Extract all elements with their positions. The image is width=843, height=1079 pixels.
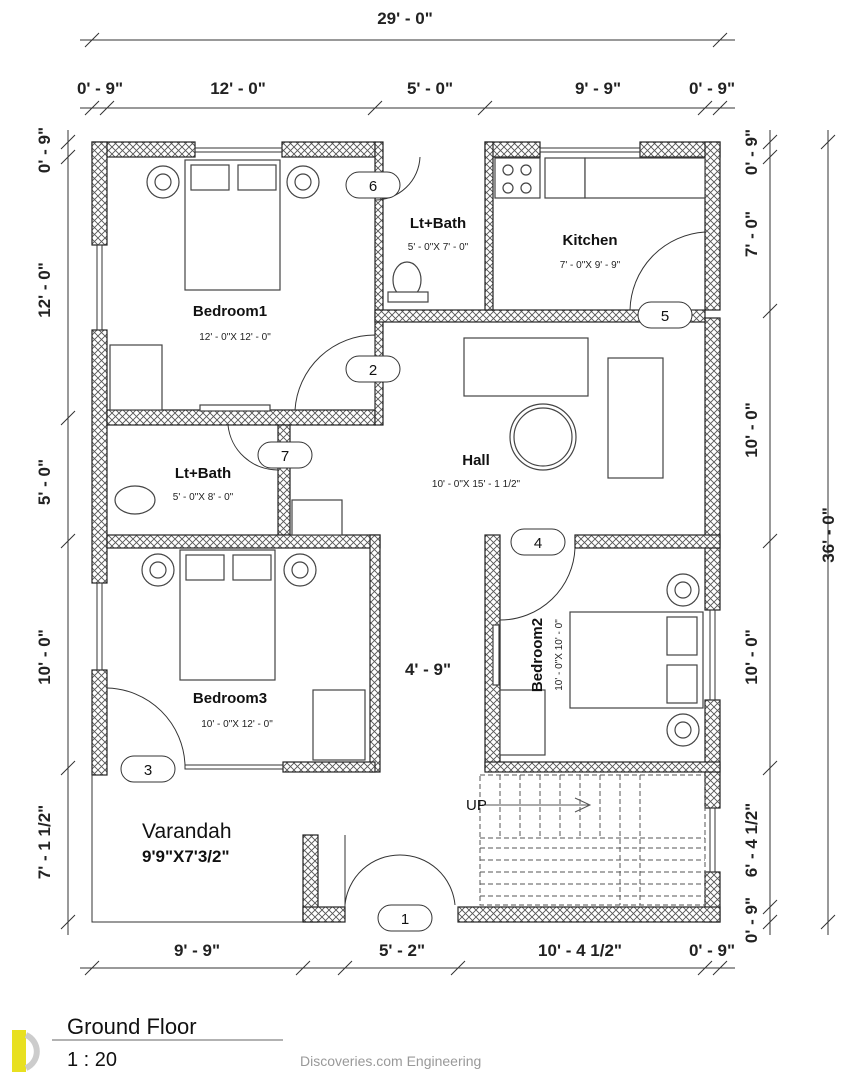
left-dim: 12' - 0": [35, 262, 54, 318]
room-name-bedroom1: Bedroom1: [193, 303, 267, 320]
door-tag: 7: [281, 448, 289, 465]
room-name-varandah: Varandah: [142, 820, 232, 843]
room-name-bedroom2: Bedroom2: [529, 618, 546, 692]
nightstand-icon: [141, 553, 317, 587]
bottom-dim: 10' - 4 1/2": [538, 941, 622, 960]
room-size-varandah: 9'9"X7'3/2": [142, 847, 230, 866]
room-size-bath1: 5' - 0"X 7' - 0": [408, 242, 469, 253]
sink-icon: [544, 157, 586, 199]
bottom-dim: 9' - 9": [174, 941, 220, 960]
left-dim: 5' - 0": [35, 459, 54, 505]
room-size-bath2: 5' - 0"X 8' - 0": [173, 492, 234, 503]
left-dim: 0' - 9": [35, 127, 54, 173]
sink-icon: [291, 499, 343, 536]
room-name-kitchen: Kitchen: [562, 232, 617, 249]
sofa-icon: [463, 337, 664, 479]
bed-icon: [184, 159, 281, 291]
desk-icon: [492, 624, 500, 686]
top-dim: 0' - 9": [689, 79, 735, 98]
room-size-bedroom1: 12' - 0"X 12' - 0": [199, 332, 271, 343]
door-tag: 4: [534, 535, 542, 552]
desk-icon: [199, 404, 271, 412]
bottom-dim: 0' - 9": [689, 941, 735, 960]
right-dim: 10' - 0": [742, 402, 761, 458]
staircase: [479, 774, 706, 906]
windows: [91, 147, 716, 923]
walls: [91, 141, 721, 923]
top-dim: 9' - 9": [575, 79, 621, 98]
bed-icon: [179, 549, 276, 681]
stairs-up-label: UP: [466, 797, 487, 814]
nightstand-icon: [666, 573, 700, 747]
toilet-icon: [114, 485, 156, 515]
overall-width: 29' - 0": [377, 9, 433, 28]
door-tag: 6: [369, 178, 377, 195]
doors: [106, 156, 706, 906]
door-tag: 2: [369, 362, 377, 379]
bed-icon: [569, 611, 704, 709]
right-dim: 0' - 9": [742, 897, 761, 943]
stove-icon: [494, 157, 541, 199]
door-tag: 1: [401, 911, 409, 928]
right-dim: 6' - 4 1/2": [742, 803, 761, 877]
chair-icon: [109, 344, 163, 411]
counter-icon: [584, 157, 706, 199]
watermark-text: Discoveries.com Engineering: [300, 1053, 481, 1069]
top-dim: 5' - 0": [407, 79, 453, 98]
room-size-hall: 10' - 0"X 15' - 1 1/2": [432, 479, 521, 490]
furniture: [109, 157, 706, 761]
room-name-bath1: Lt+Bath: [410, 215, 466, 232]
room-name-bedroom3: Bedroom3: [193, 690, 267, 707]
watermark-logo-icon: [12, 1030, 40, 1072]
door-tag: 3: [144, 762, 152, 779]
room-size-kitchen: 7' - 0"X 9' - 9": [560, 260, 621, 271]
left-dim: 7' - 1 1/2": [35, 805, 54, 879]
overall-depth: 36' - 0": [819, 507, 838, 563]
right-dim: 0' - 9": [742, 129, 761, 175]
door-tags: [120, 171, 693, 932]
dimension-lines: [60, 32, 836, 976]
left-dim: 10' - 0": [35, 629, 54, 685]
bottom-dim: 5' - 2": [379, 941, 425, 960]
top-dim: 12' - 0": [210, 79, 266, 98]
door-tag: 5: [661, 308, 669, 325]
top-dim: 0' - 9": [77, 79, 123, 98]
chair-icon: [499, 689, 546, 756]
drawing-scale: 1 : 20: [67, 1049, 117, 1071]
right-dim: 10' - 0": [742, 629, 761, 685]
toilet-icon: [387, 261, 429, 303]
drawing-title: Ground Floor: [67, 1014, 197, 1039]
chair-icon: [312, 689, 366, 761]
right-dim: 7' - 0": [742, 211, 761, 257]
room-name-bath2: Lt+Bath: [175, 465, 231, 482]
inner-dim: 4' - 9": [405, 660, 451, 679]
room-name-hall: Hall: [462, 452, 490, 469]
room-size-bedroom3: 10' - 0"X 12' - 0": [201, 719, 273, 730]
table-icon: [509, 403, 577, 471]
nightstand-icon: [146, 165, 320, 199]
room-size-bedroom2: 10' - 0"X 10' - 0": [554, 619, 565, 691]
